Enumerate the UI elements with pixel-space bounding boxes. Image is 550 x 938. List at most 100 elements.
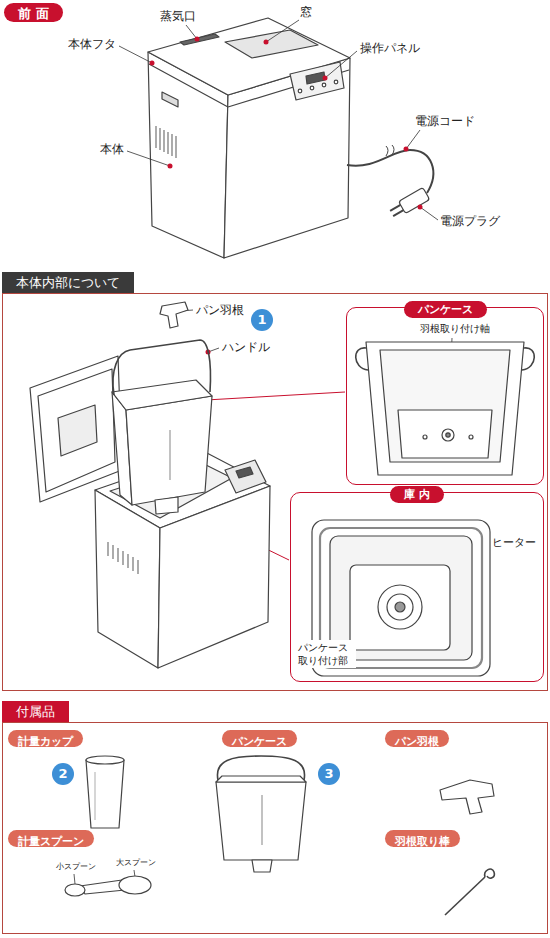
bread-maker-open xyxy=(132,557,133,571)
label-anchor: 本体 xyxy=(100,142,124,157)
accessories xyxy=(485,869,495,878)
section-heading: 本体内部について xyxy=(2,272,134,293)
bread-maker-front xyxy=(155,126,156,148)
pan-case-top-view xyxy=(442,429,454,441)
bread-maker-open xyxy=(112,545,113,559)
pan-case-top-view xyxy=(446,433,450,437)
callout-text: 3 xyxy=(318,763,340,785)
bread-maker-open xyxy=(158,486,270,668)
leader-lines xyxy=(206,392,345,400)
bread-maker-open xyxy=(126,396,212,505)
pan-case-top-view xyxy=(356,348,368,370)
bread-maker-open xyxy=(112,380,212,410)
accessories xyxy=(119,876,151,894)
bread-maker-open xyxy=(38,369,115,492)
bread-maker-front xyxy=(148,18,433,258)
accessories xyxy=(86,760,124,828)
part-label: 窓 xyxy=(300,5,312,20)
bread-maker-open xyxy=(160,302,188,328)
callout-text: 2 xyxy=(52,763,74,785)
bread-maker-front xyxy=(171,134,172,156)
part-name: 計量スプーン xyxy=(8,833,94,850)
part-tag: 羽根取り棒 xyxy=(385,830,460,847)
part-label: ハンドル xyxy=(222,340,270,355)
part-tag: 計量スプーン xyxy=(8,830,94,847)
label-anchor: 電源コード xyxy=(415,114,475,129)
bread-maker-front xyxy=(322,83,326,87)
pan-case-top-view xyxy=(522,348,534,370)
bread-maker-front xyxy=(225,30,318,58)
section-title: 前 面 xyxy=(4,4,63,23)
part-label: 大スプーン xyxy=(116,858,156,868)
leader-lines xyxy=(420,207,438,220)
leader-dots xyxy=(150,61,155,66)
accessories xyxy=(86,756,124,764)
part-label: ヒーター xyxy=(492,536,536,550)
label-anchor: 大スプーン xyxy=(116,858,156,868)
bread-maker-open xyxy=(225,460,266,493)
label-anchor: ハンドル xyxy=(222,340,270,355)
bread-maker-open xyxy=(169,430,170,480)
callout-number: 3 xyxy=(318,763,340,785)
label-anchor: パンケース 取り付け部 xyxy=(296,640,356,668)
bread-maker-open xyxy=(122,551,123,565)
callout-text: 1 xyxy=(251,309,273,331)
bread-maker-front xyxy=(386,145,394,156)
bread-maker-front xyxy=(162,92,178,107)
label-anchor: 羽根取り付け軸 xyxy=(420,322,490,335)
accessories xyxy=(65,884,85,896)
section-panel: 付属品計量カップ2パンケース3パン羽根計量スプーン羽根取り棒 xyxy=(2,722,548,934)
pan-case-top-view xyxy=(366,342,524,475)
part-tag: パンケース xyxy=(222,730,297,747)
bread-maker-front xyxy=(290,62,344,100)
leader-lines xyxy=(266,20,299,42)
leader-lines xyxy=(325,51,357,78)
bread-maker-open xyxy=(107,542,108,556)
bread-maker-open xyxy=(137,560,138,574)
chamber-top-view xyxy=(395,602,405,612)
pan-case-top-view xyxy=(356,342,535,475)
part-label: パンケース 取り付け部 xyxy=(296,640,356,668)
section-tab: 前 面 xyxy=(4,3,63,22)
part-label: 蒸気口 xyxy=(160,9,196,24)
accessories xyxy=(94,772,95,820)
part-label: パン羽根 xyxy=(196,303,244,318)
leader-dots xyxy=(195,37,200,42)
bread-maker-front xyxy=(175,136,176,158)
pan-case-top-view xyxy=(423,435,427,439)
label-anchor: ヒーター xyxy=(492,536,536,550)
bread-maker-front xyxy=(167,132,168,154)
bread-maker-front xyxy=(156,126,176,158)
label-anchor: 操作パネル xyxy=(360,41,420,56)
leader-dots xyxy=(404,147,409,152)
bread-maker-open xyxy=(127,554,128,568)
bread-maker-front xyxy=(306,72,325,84)
leader-lines xyxy=(186,25,197,39)
pan-case-top-view xyxy=(398,410,492,458)
part-label: 電源コード xyxy=(415,114,475,129)
leader-dots xyxy=(418,205,423,210)
pan-case-top-view xyxy=(380,350,510,462)
bread-maker-front xyxy=(163,130,164,152)
bread-maker-open xyxy=(108,542,138,574)
accessories xyxy=(216,782,306,860)
bread-maker-front xyxy=(347,150,433,193)
bread-maker-front xyxy=(393,210,403,216)
accessories xyxy=(252,860,272,872)
label-anchor: 小スプーン xyxy=(56,862,96,872)
bread-maker-front xyxy=(159,128,160,150)
chamber-top-view xyxy=(350,565,450,650)
accessories xyxy=(65,756,494,915)
part-label: 本体 xyxy=(100,142,124,157)
part-label: 操作パネル xyxy=(360,41,420,56)
accessories xyxy=(80,880,125,894)
leader-dots xyxy=(323,76,328,81)
chamber-top-view xyxy=(378,585,422,629)
bread-maker-front xyxy=(298,89,302,93)
part-label: 小スプーン xyxy=(56,862,96,872)
accessories xyxy=(261,795,262,845)
bread-maker-open xyxy=(58,405,97,456)
section-heading: 付属品 xyxy=(2,701,69,722)
label-anchor: 蒸気口 xyxy=(160,9,196,24)
